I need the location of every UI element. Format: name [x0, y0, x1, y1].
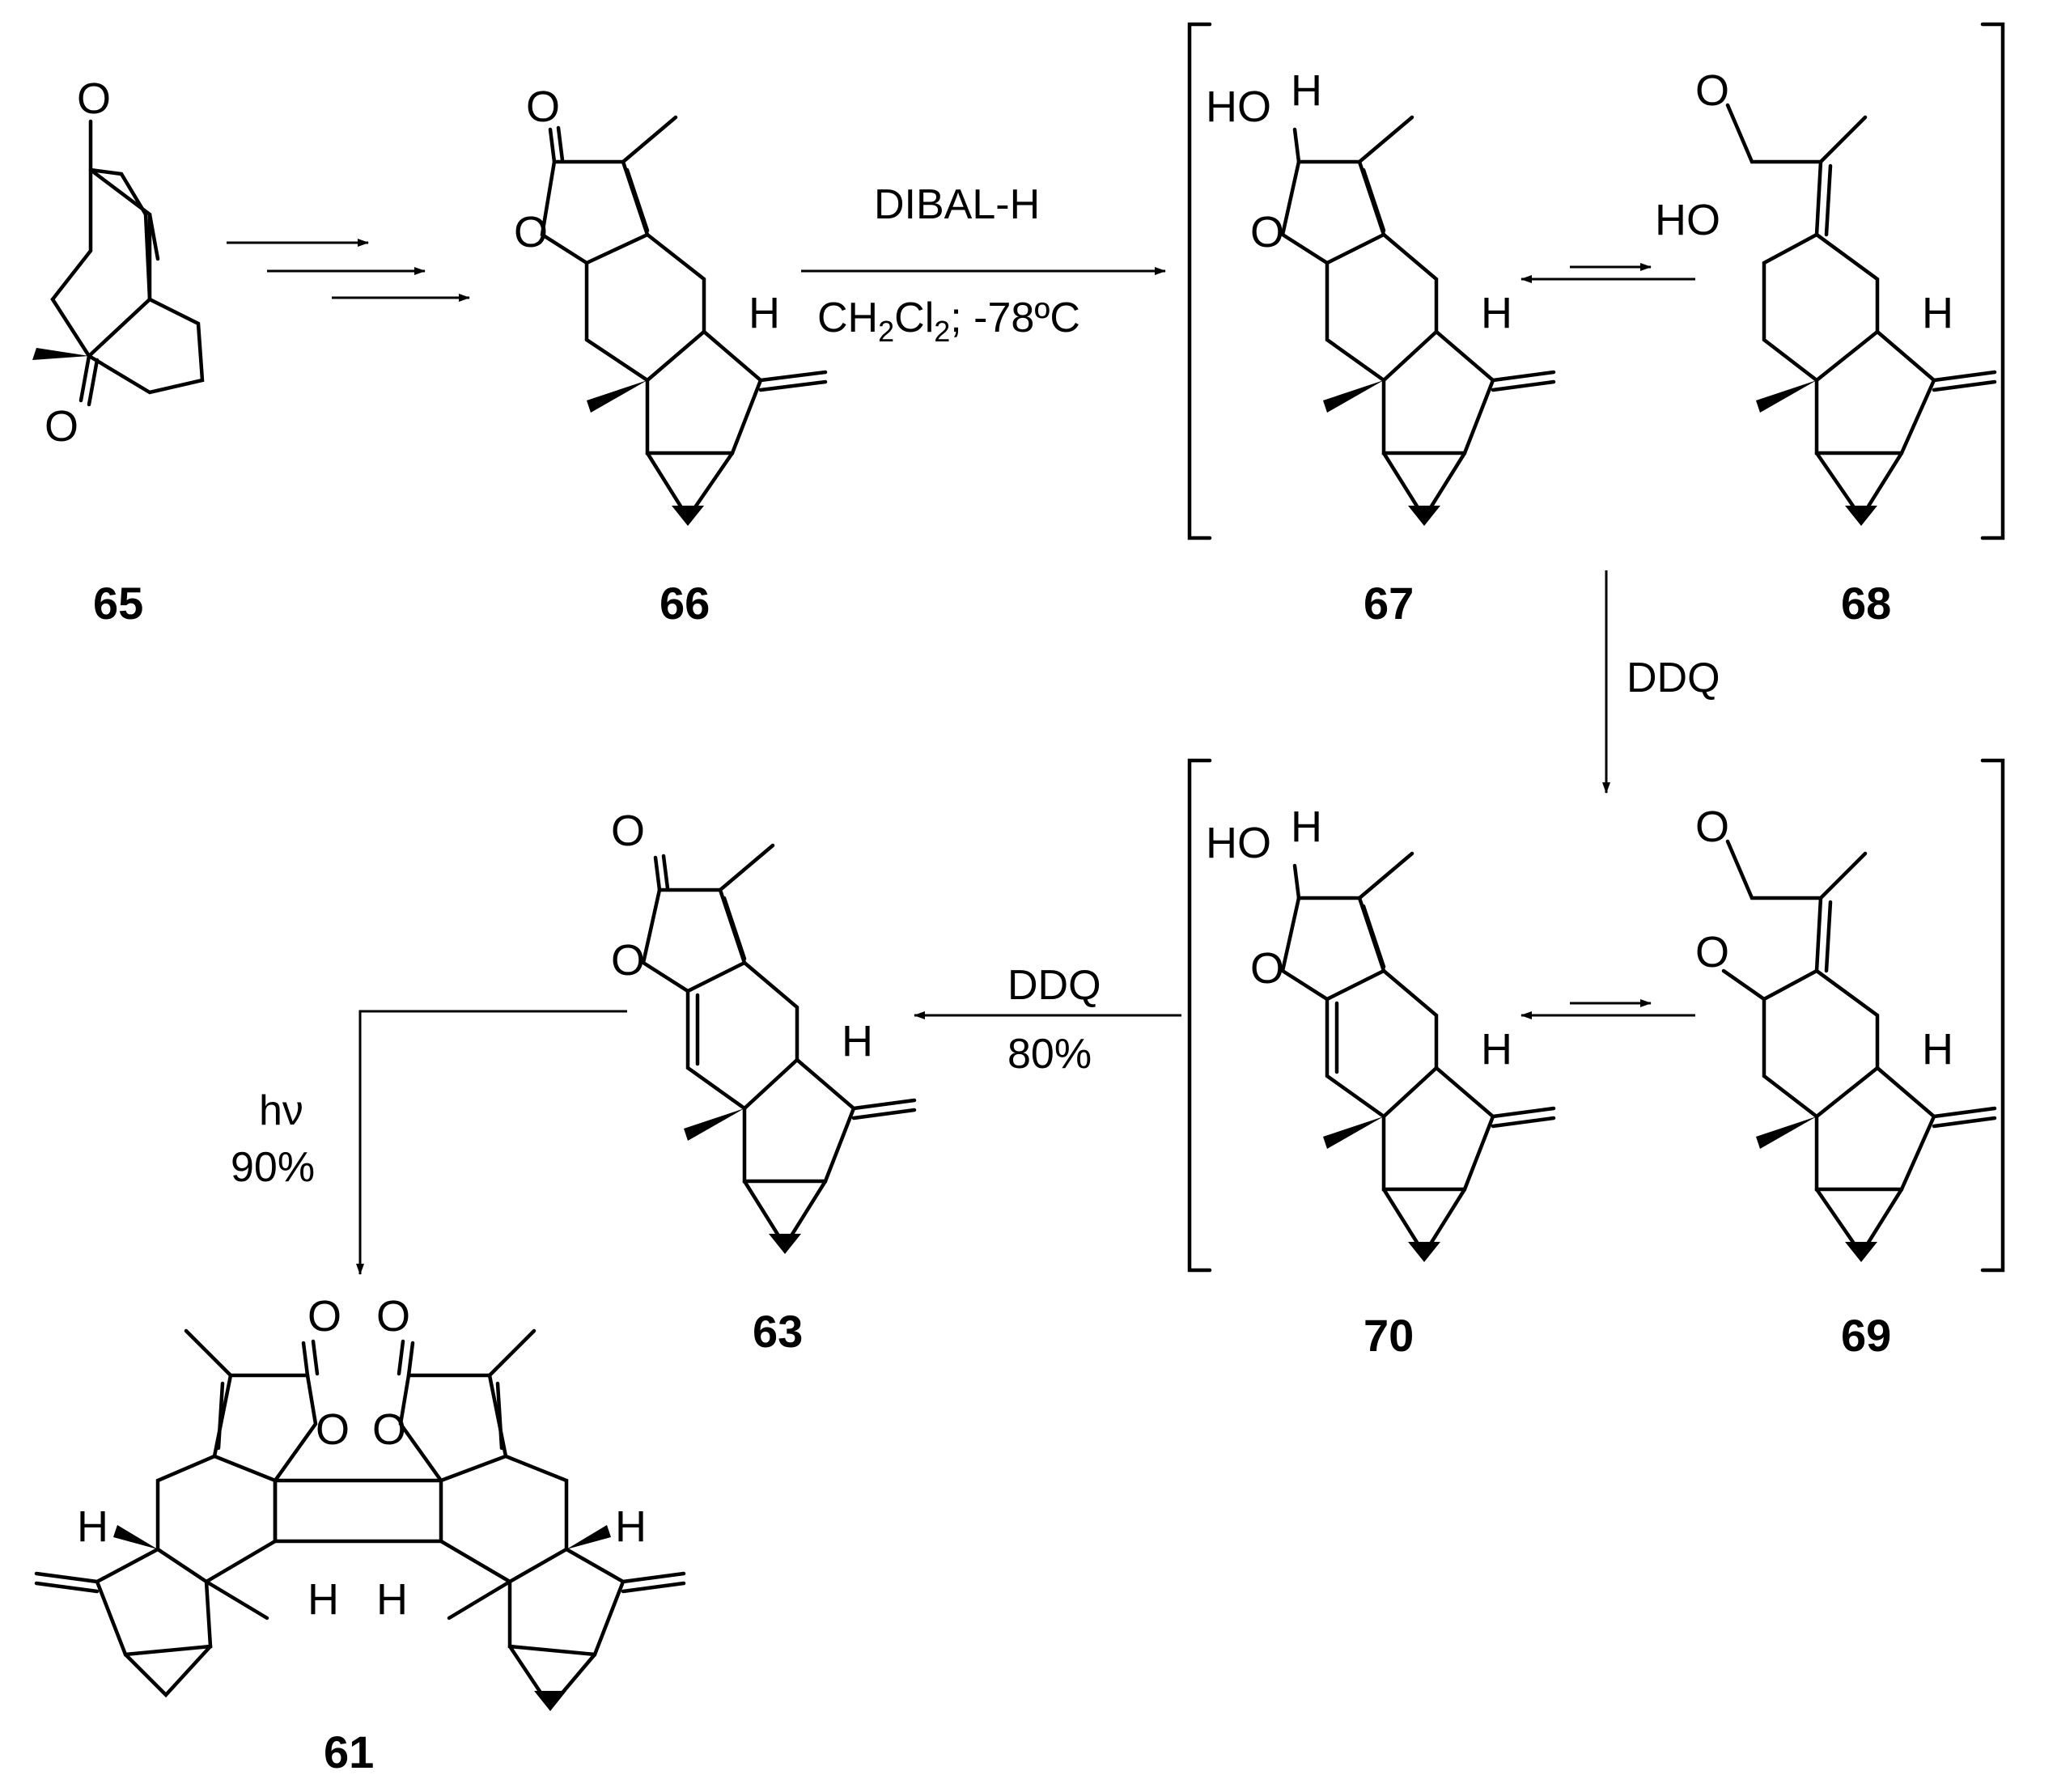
compound-69-structure: O O H [1695, 803, 1997, 1262]
compound-label-66: 66 [660, 578, 710, 629]
compound-label-69: 69 [1841, 1310, 1891, 1361]
ketone-oxygen-65a: O [77, 74, 111, 123]
hydrogen-61c: H [307, 1575, 339, 1624]
compound-68-structure: O HO H [1655, 66, 1997, 526]
hydrogen-61d: H [376, 1575, 408, 1624]
hydrogen-61b: H [615, 1502, 647, 1551]
carbonyl-oxygen-61a: O [307, 1292, 341, 1341]
compound-label-70: 70 [1364, 1310, 1414, 1361]
hydroxyl-70: HO [1206, 819, 1271, 867]
carbonyl-oxygen-63: O [611, 807, 645, 855]
compound-label-68: 68 [1841, 578, 1891, 629]
equilibrium-67-68 [1520, 263, 1695, 283]
carbonyl-oxygen-61b: O [376, 1292, 410, 1341]
compound-65-structure: O O [32, 74, 205, 451]
hydrogen-70a: H [1291, 803, 1322, 851]
solvent-conditions: CH2Cl2; -78ºC [817, 294, 1080, 348]
bracket-top [1187, 22, 2005, 540]
hydrogen-61a: H [77, 1502, 108, 1551]
reagent-ddq-1: DDQ [1627, 655, 1720, 701]
yield-80: 80% [1007, 1031, 1092, 1078]
arrow-70-63: DDQ 80% [914, 962, 1181, 1078]
aldehyde-oxygen-68: O [1695, 66, 1729, 115]
compound-67-structure: HO H O H [1206, 66, 1556, 526]
hydrogen-63: H [842, 1017, 873, 1065]
compound-70-structure: HO H O H [1206, 803, 1556, 1262]
compound-66-structure: O O H [514, 83, 828, 526]
compound-label-61: 61 [324, 1726, 374, 1777]
ketone-oxygen-65b: O [45, 402, 78, 451]
carbonyl-oxygen-66: O [526, 83, 560, 131]
aldehyde-oxygen-69: O [1695, 803, 1729, 851]
equilibrium-70-69 [1520, 999, 1695, 1019]
compound-label-63: 63 [753, 1306, 803, 1357]
ring-oxygen-66: O [514, 208, 548, 256]
compound-61-structure: O O O O H H H H [34, 1292, 686, 1711]
arrow-66-67: DIBAL-H CH2Cl2; -78ºC [801, 181, 1166, 348]
ring-oxygen-67: O [1250, 208, 1284, 256]
compound-label-67: 67 [1364, 578, 1414, 629]
ketone-oxygen-69: O [1695, 928, 1729, 976]
hydrogen-66: H [749, 289, 780, 337]
compound-63-structure: O O H [611, 807, 917, 1254]
hydrogen-68: H [1922, 289, 1953, 337]
hydrogen-70b: H [1481, 1025, 1512, 1074]
arrow-multistep-65-66 [227, 239, 470, 302]
hydrogen-69: H [1922, 1025, 1953, 1074]
arrow-63-61: hν 90% [231, 1010, 627, 1275]
reagent-dibal-h: DIBAL-H [874, 181, 1040, 228]
ring-oxygen-61a: O [316, 1405, 350, 1454]
yield-90: 90% [231, 1144, 315, 1191]
reagent-ddq-2: DDQ [1007, 962, 1101, 1009]
bracket-bottom [1187, 758, 2005, 1273]
hydrogen-67a: H [1291, 66, 1322, 115]
compound-label-65: 65 [93, 578, 143, 629]
reagent-light: hν [259, 1087, 303, 1134]
hydroxyl-68: HO [1655, 196, 1720, 244]
ring-oxygen-61b: O [372, 1405, 406, 1454]
ring-oxygen-63: O [611, 936, 645, 985]
hydroxyl-67: HO [1206, 83, 1271, 131]
hydrogen-67b: H [1481, 289, 1512, 337]
ring-oxygen-70: O [1250, 944, 1284, 993]
arrow-67-70: DDQ [1602, 570, 1720, 794]
